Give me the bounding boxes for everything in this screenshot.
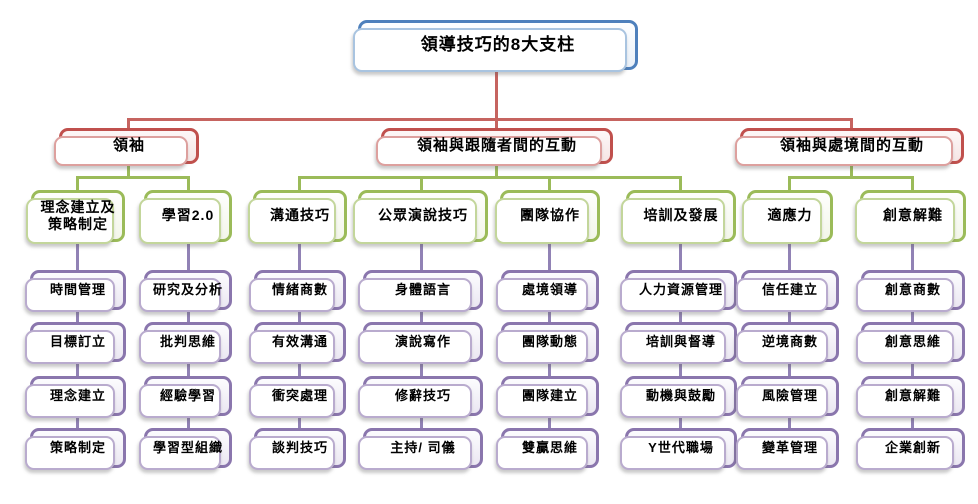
leaf-box: 人力資源管理 (620, 270, 737, 312)
connector-branch-drop (850, 118, 853, 131)
root-title-box: 領導技巧的8大支柱 (353, 20, 638, 72)
leaf-box: 身體語言 (358, 270, 483, 312)
leaf-box: 批判思維 (139, 322, 232, 364)
leaf-box: 目標訂立 (25, 322, 126, 364)
pillar-box: 溝通技巧 (248, 190, 347, 244)
leaf-box: 研究及分析 (139, 270, 232, 312)
pillar-box: 理念建立及策略制定 (26, 190, 125, 244)
connector-pillar-drop (298, 176, 301, 192)
pillar-box: 適應力 (742, 190, 833, 244)
connector-pillar-drop (679, 176, 682, 192)
connector-pillar-drop (788, 176, 791, 192)
leaf-box: 處境領導 (496, 270, 599, 312)
leaf-box: 策略制定 (25, 428, 126, 470)
leaf-box: 動機與鼓勵 (620, 376, 737, 418)
leaf-box: 演說寫作 (358, 322, 483, 364)
leaf-box: 學習型組織 (139, 428, 232, 470)
pillar-box: 學習2.0 (139, 190, 232, 244)
leaf-box: 衝突處理 (249, 376, 346, 418)
connector-pillars-horizontal (76, 176, 190, 179)
leaf-box: 理念建立 (25, 376, 126, 418)
connector-pillar-stem (127, 163, 130, 178)
leaf-box: 逆境商數 (736, 322, 839, 364)
leaf-box: 時間管理 (25, 270, 126, 312)
connector-branches-horizontal (127, 118, 853, 121)
connector-pillar-stem (495, 163, 498, 178)
leaf-box: 團隊動態 (496, 322, 599, 364)
leaf-box: 情緒商數 (249, 270, 346, 312)
leaf-box: 修辭技巧 (358, 376, 483, 418)
connector-branch-drop (127, 118, 130, 131)
leaf-box: 信任建立 (736, 270, 839, 312)
pillar-box: 團隊協作 (495, 190, 600, 244)
leaf-box: 創意商數 (856, 270, 965, 312)
leaf-box: 有效溝通 (249, 322, 346, 364)
leaf-box: Y世代職場 (620, 428, 737, 470)
leaf-box: 創意解難 (856, 376, 965, 418)
connector-pillar-drop (187, 176, 190, 192)
connector-pillars-horizontal (298, 176, 682, 179)
leaf-box: 變革管理 (736, 428, 839, 470)
pillar-box: 創意解難 (855, 190, 966, 244)
pillar-box: 公眾演說技巧 (353, 190, 488, 244)
connector-pillar-drop (76, 176, 79, 192)
branch-box: 領袖 (54, 128, 199, 166)
leaf-box: 團隊建立 (496, 376, 599, 418)
leaf-box: 企業創新 (856, 428, 965, 470)
pillar-box: 培訓及發展 (621, 190, 736, 244)
leaf-box: 經驗學習 (139, 376, 232, 418)
connector-root-vertical (495, 70, 498, 119)
connector-pillar-drop (911, 176, 914, 192)
leaf-box: 談判技巧 (249, 428, 346, 470)
connector-branch-drop (495, 118, 498, 131)
connector-pillar-drop (548, 176, 551, 192)
leaf-box: 培訓與督導 (620, 322, 737, 364)
leaf-box: 風險管理 (736, 376, 839, 418)
leaf-box: 創意思維 (856, 322, 965, 364)
leaf-box: 雙贏思維 (496, 428, 599, 470)
branch-box: 領袖與跟隨者間的互動 (376, 128, 613, 166)
connector-pillar-stem (850, 163, 853, 178)
connector-pillar-drop (420, 176, 423, 192)
leaf-box: 主持/ 司儀 (358, 428, 483, 470)
connector-pillars-horizontal (788, 176, 914, 179)
branch-box: 領袖與處境間的互動 (735, 128, 964, 166)
